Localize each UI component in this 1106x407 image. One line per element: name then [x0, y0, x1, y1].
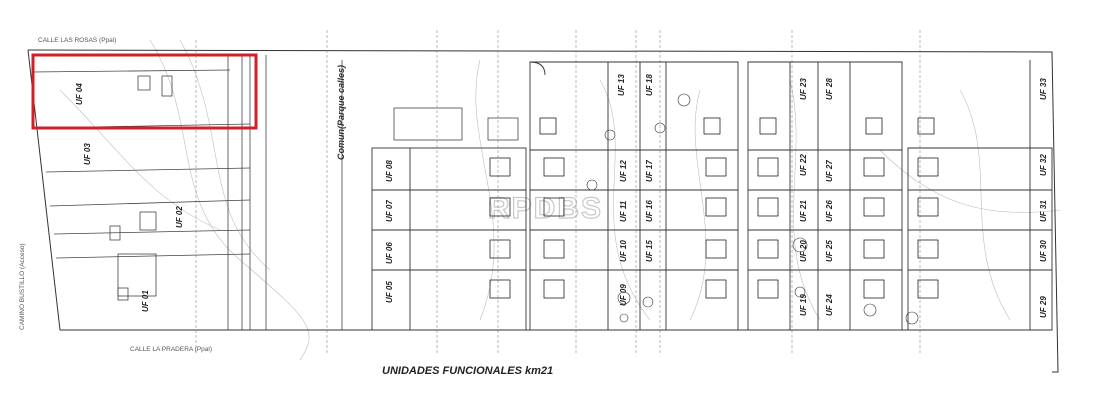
unit-label-uf26: UF 26 [825, 200, 834, 222]
street-label-top: CALLE LAS ROSAS (Ppal) [38, 37, 116, 44]
street-label-left: CAMINO BUSTILLO (Acceso) [19, 243, 26, 330]
unit-label-uf21: UF 21 [799, 200, 808, 222]
unit-label-uf04: UF 04 [75, 83, 84, 105]
contour-lines [59, 39, 1061, 361]
unit-label-uf32: UF 32 [1039, 154, 1048, 176]
trees [586, 93, 919, 325]
common-area-label: Comun(Parque calles) [336, 65, 346, 160]
unit-label-uf05: UF 05 [385, 281, 394, 303]
unit-label-uf31: UF 31 [1039, 200, 1048, 222]
unit-label-uf27: UF 27 [825, 160, 834, 182]
unit-label-uf03: UF 03 [83, 143, 92, 165]
unit-label-uf10: UF 10 [619, 240, 628, 262]
unit-label-uf08: UF 08 [385, 160, 394, 182]
unit-label-uf24: UF 24 [825, 294, 834, 316]
unit-label-uf09: UF 09 [619, 284, 628, 306]
block-parcels [371, 60, 1053, 331]
highlight-box [31, 53, 258, 130]
unit-label-uf28: UF 28 [825, 78, 834, 100]
unit-label-uf30: UF 30 [1039, 240, 1048, 262]
street-label-bottom: CALLE LA PRADERA (Ppal) [130, 346, 212, 353]
unit-label-uf18: UF 18 [645, 74, 654, 96]
common-buildings [265, 55, 519, 330]
watermark: RPDBS [488, 192, 603, 225]
grid-markers [195, 30, 921, 355]
unit-label-uf11: UF 11 [619, 200, 628, 222]
unit-label-uf23: UF 23 [799, 78, 808, 100]
unit-label-uf07: UF 07 [385, 200, 394, 222]
house-footprints [489, 117, 939, 299]
west-parcels [31, 55, 251, 330]
unit-label-uf15: UF 15 [645, 240, 654, 262]
unit-label-uf25: UF 25 [825, 240, 834, 262]
unit-label-uf22: UF 22 [799, 154, 808, 176]
unit-label-uf16: UF 16 [645, 200, 654, 222]
unit-label-uf01: UF 01 [141, 290, 150, 312]
unit-labels: UF 01 UF 02 UF 03 UF 04 UF 05 UF 06 UF 0… [75, 74, 1048, 318]
unit-label-uf06: UF 06 [385, 242, 394, 264]
unit-label-uf13: UF 13 [617, 74, 626, 96]
unit-label-uf20: UF 20 [799, 240, 808, 262]
plan-title: UNIDADES FUNCIONALES km21 [382, 365, 553, 377]
unit-label-uf33: UF 33 [1039, 78, 1048, 100]
unit-label-uf19: UF 19 [799, 294, 808, 316]
unit-label-uf02: UF 02 [175, 206, 184, 228]
unit-label-uf17: UF 17 [645, 160, 654, 182]
unit-label-uf12: UF 12 [619, 160, 628, 182]
unit-label-uf29: UF 29 [1039, 296, 1048, 318]
